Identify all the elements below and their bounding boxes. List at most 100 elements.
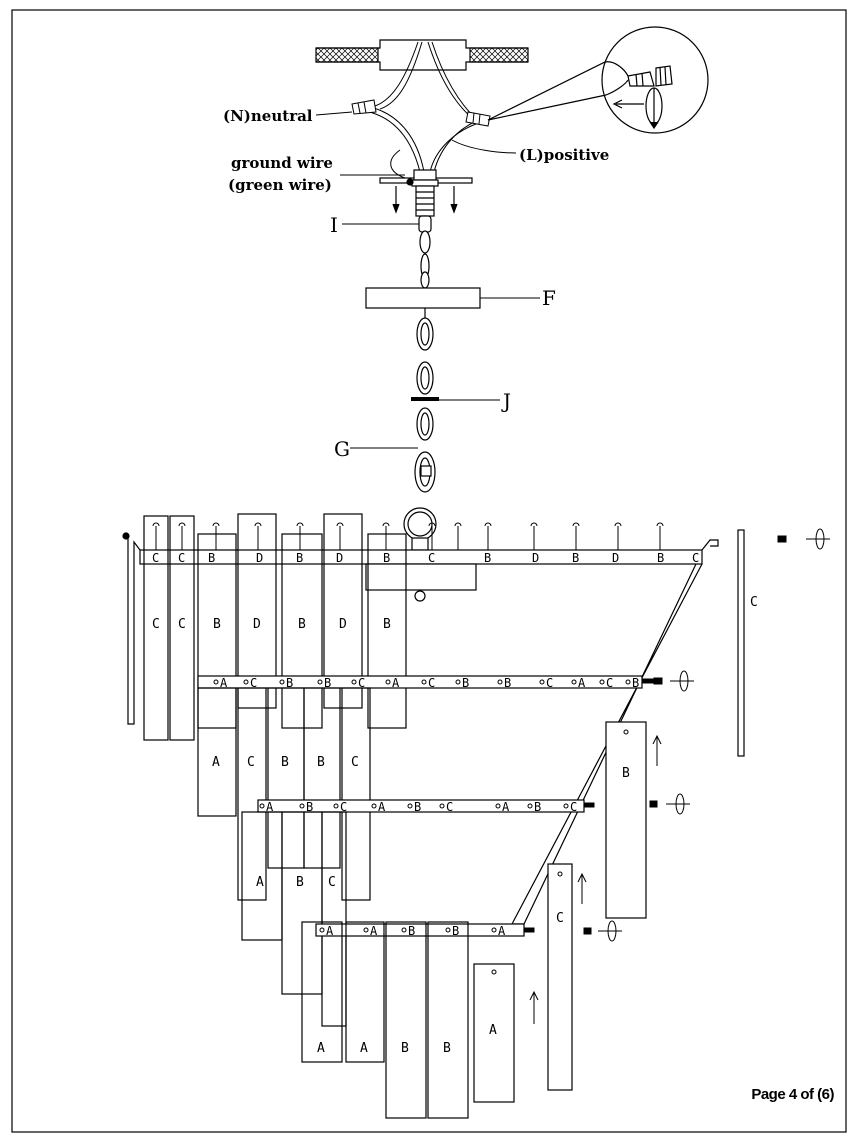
- row4-strip: [385, 921, 427, 1119]
- hook: [254, 522, 262, 550]
- strip-hole: [491, 969, 497, 975]
- bar2-letter: A: [220, 676, 228, 690]
- bar2-hole: [317, 679, 323, 685]
- bar4-letter: A: [498, 924, 506, 938]
- bar4-letter: B: [408, 924, 415, 938]
- row1-strip-label: C: [178, 617, 186, 632]
- row1-strip-label: C: [152, 617, 160, 632]
- row1-crystal-strips: C C B D B D B: [143, 513, 407, 741]
- top-letter: B: [208, 551, 215, 565]
- hook: [296, 522, 304, 550]
- top-letter: B: [572, 551, 579, 565]
- ceiling: [315, 39, 529, 71]
- top-letter: D: [612, 551, 619, 565]
- bar4-hole: [491, 927, 497, 933]
- screw-rotate-icon-3: [649, 793, 690, 815]
- bar2-letter: B: [286, 676, 293, 690]
- wire-nut-detail-bubble: [487, 26, 709, 134]
- bar4-letter: A: [326, 924, 334, 938]
- bar4-hole: [363, 927, 369, 933]
- right-strip-b: [605, 721, 647, 919]
- bar3-letter: B: [534, 800, 541, 814]
- hook: [454, 522, 462, 550]
- ring-J: [411, 397, 439, 401]
- page-number: Page 4 of (6): [751, 1086, 834, 1103]
- row2-strip: [237, 687, 267, 901]
- row4-strip: [301, 921, 343, 1063]
- row2-crystal-strips: A C B B C: [197, 687, 371, 901]
- bar2-hole: [351, 679, 357, 685]
- row4-strip-label: B: [401, 1041, 409, 1056]
- bar3-hole: [407, 803, 413, 809]
- row3-crystal-strips: A B C: [241, 811, 347, 1027]
- bar3-hole: [527, 803, 533, 809]
- wire-nut-left: [351, 99, 377, 115]
- row2-strip-label: B: [281, 755, 289, 770]
- top-letter: B: [296, 551, 303, 565]
- bar4-letter: A: [370, 924, 378, 938]
- top-letter: C: [178, 551, 185, 565]
- bar3-hole: [563, 803, 569, 809]
- bar2-letter: C: [606, 676, 613, 690]
- bar3-hole: [259, 803, 265, 809]
- bar2-hole: [213, 679, 219, 685]
- bar2-letter: A: [578, 676, 586, 690]
- bar2-hole: [539, 679, 545, 685]
- top-bar-hooks: [152, 522, 664, 550]
- right-strip-b-label: B: [622, 766, 630, 781]
- row2-strip: [341, 687, 371, 901]
- row2-strip-label: B: [317, 755, 325, 770]
- bar4-letter: B: [452, 924, 459, 938]
- row1-strip: [367, 533, 407, 729]
- bar2-letter: C: [358, 676, 365, 690]
- row1-strip-label: D: [339, 617, 347, 632]
- row3-strip-label: B: [296, 875, 304, 890]
- label-F: F: [542, 286, 556, 310]
- top-letter: D: [532, 551, 539, 565]
- bar2-letter: B: [324, 676, 331, 690]
- bar3-letter: B: [414, 800, 421, 814]
- hook: [572, 522, 580, 550]
- bar2-letter: B: [462, 676, 469, 690]
- bar4-hole: [319, 927, 325, 933]
- bar4: [315, 923, 525, 937]
- bar2-letter: A: [392, 676, 400, 690]
- row1-strip-label: B: [383, 617, 391, 632]
- row1-strip: [323, 513, 363, 709]
- top-letter: B: [657, 551, 664, 565]
- bar3-letter: A: [502, 800, 510, 814]
- bar3-letter: B: [306, 800, 313, 814]
- hook: [178, 522, 186, 550]
- top-frame: [122, 532, 719, 925]
- top-letter: C: [152, 551, 159, 565]
- top-letter: B: [383, 551, 390, 565]
- bar2-letter: C: [428, 676, 435, 690]
- row1-strip: [143, 515, 169, 741]
- row1-strip: [237, 513, 277, 709]
- bar2-hole: [599, 679, 605, 685]
- row4-strip-label: B: [443, 1041, 451, 1056]
- hanging-chain: [419, 230, 431, 289]
- bar3-letter: A: [266, 800, 274, 814]
- row4-strip: [473, 963, 515, 1103]
- row4-strip-label: A: [317, 1041, 325, 1056]
- hook: [614, 522, 622, 550]
- bar2-hole: [243, 679, 249, 685]
- row4-strip: [427, 921, 469, 1119]
- top-letter: D: [256, 551, 263, 565]
- screw-rotate-icon-2: [653, 670, 694, 692]
- hook: [382, 522, 390, 550]
- row2-strip-label: C: [351, 755, 359, 770]
- leader-lines: [315, 111, 540, 449]
- label-green-wire: (green wire): [228, 176, 332, 194]
- screw-symbols: [523, 528, 830, 942]
- row4-strip: [345, 921, 385, 1063]
- row3-strip-label: C: [328, 875, 336, 890]
- bar3-letter: C: [446, 800, 453, 814]
- bar3-letter: C: [340, 800, 347, 814]
- bar2-hole: [385, 679, 391, 685]
- bar2-hole: [279, 679, 285, 685]
- bar3-hole: [333, 803, 339, 809]
